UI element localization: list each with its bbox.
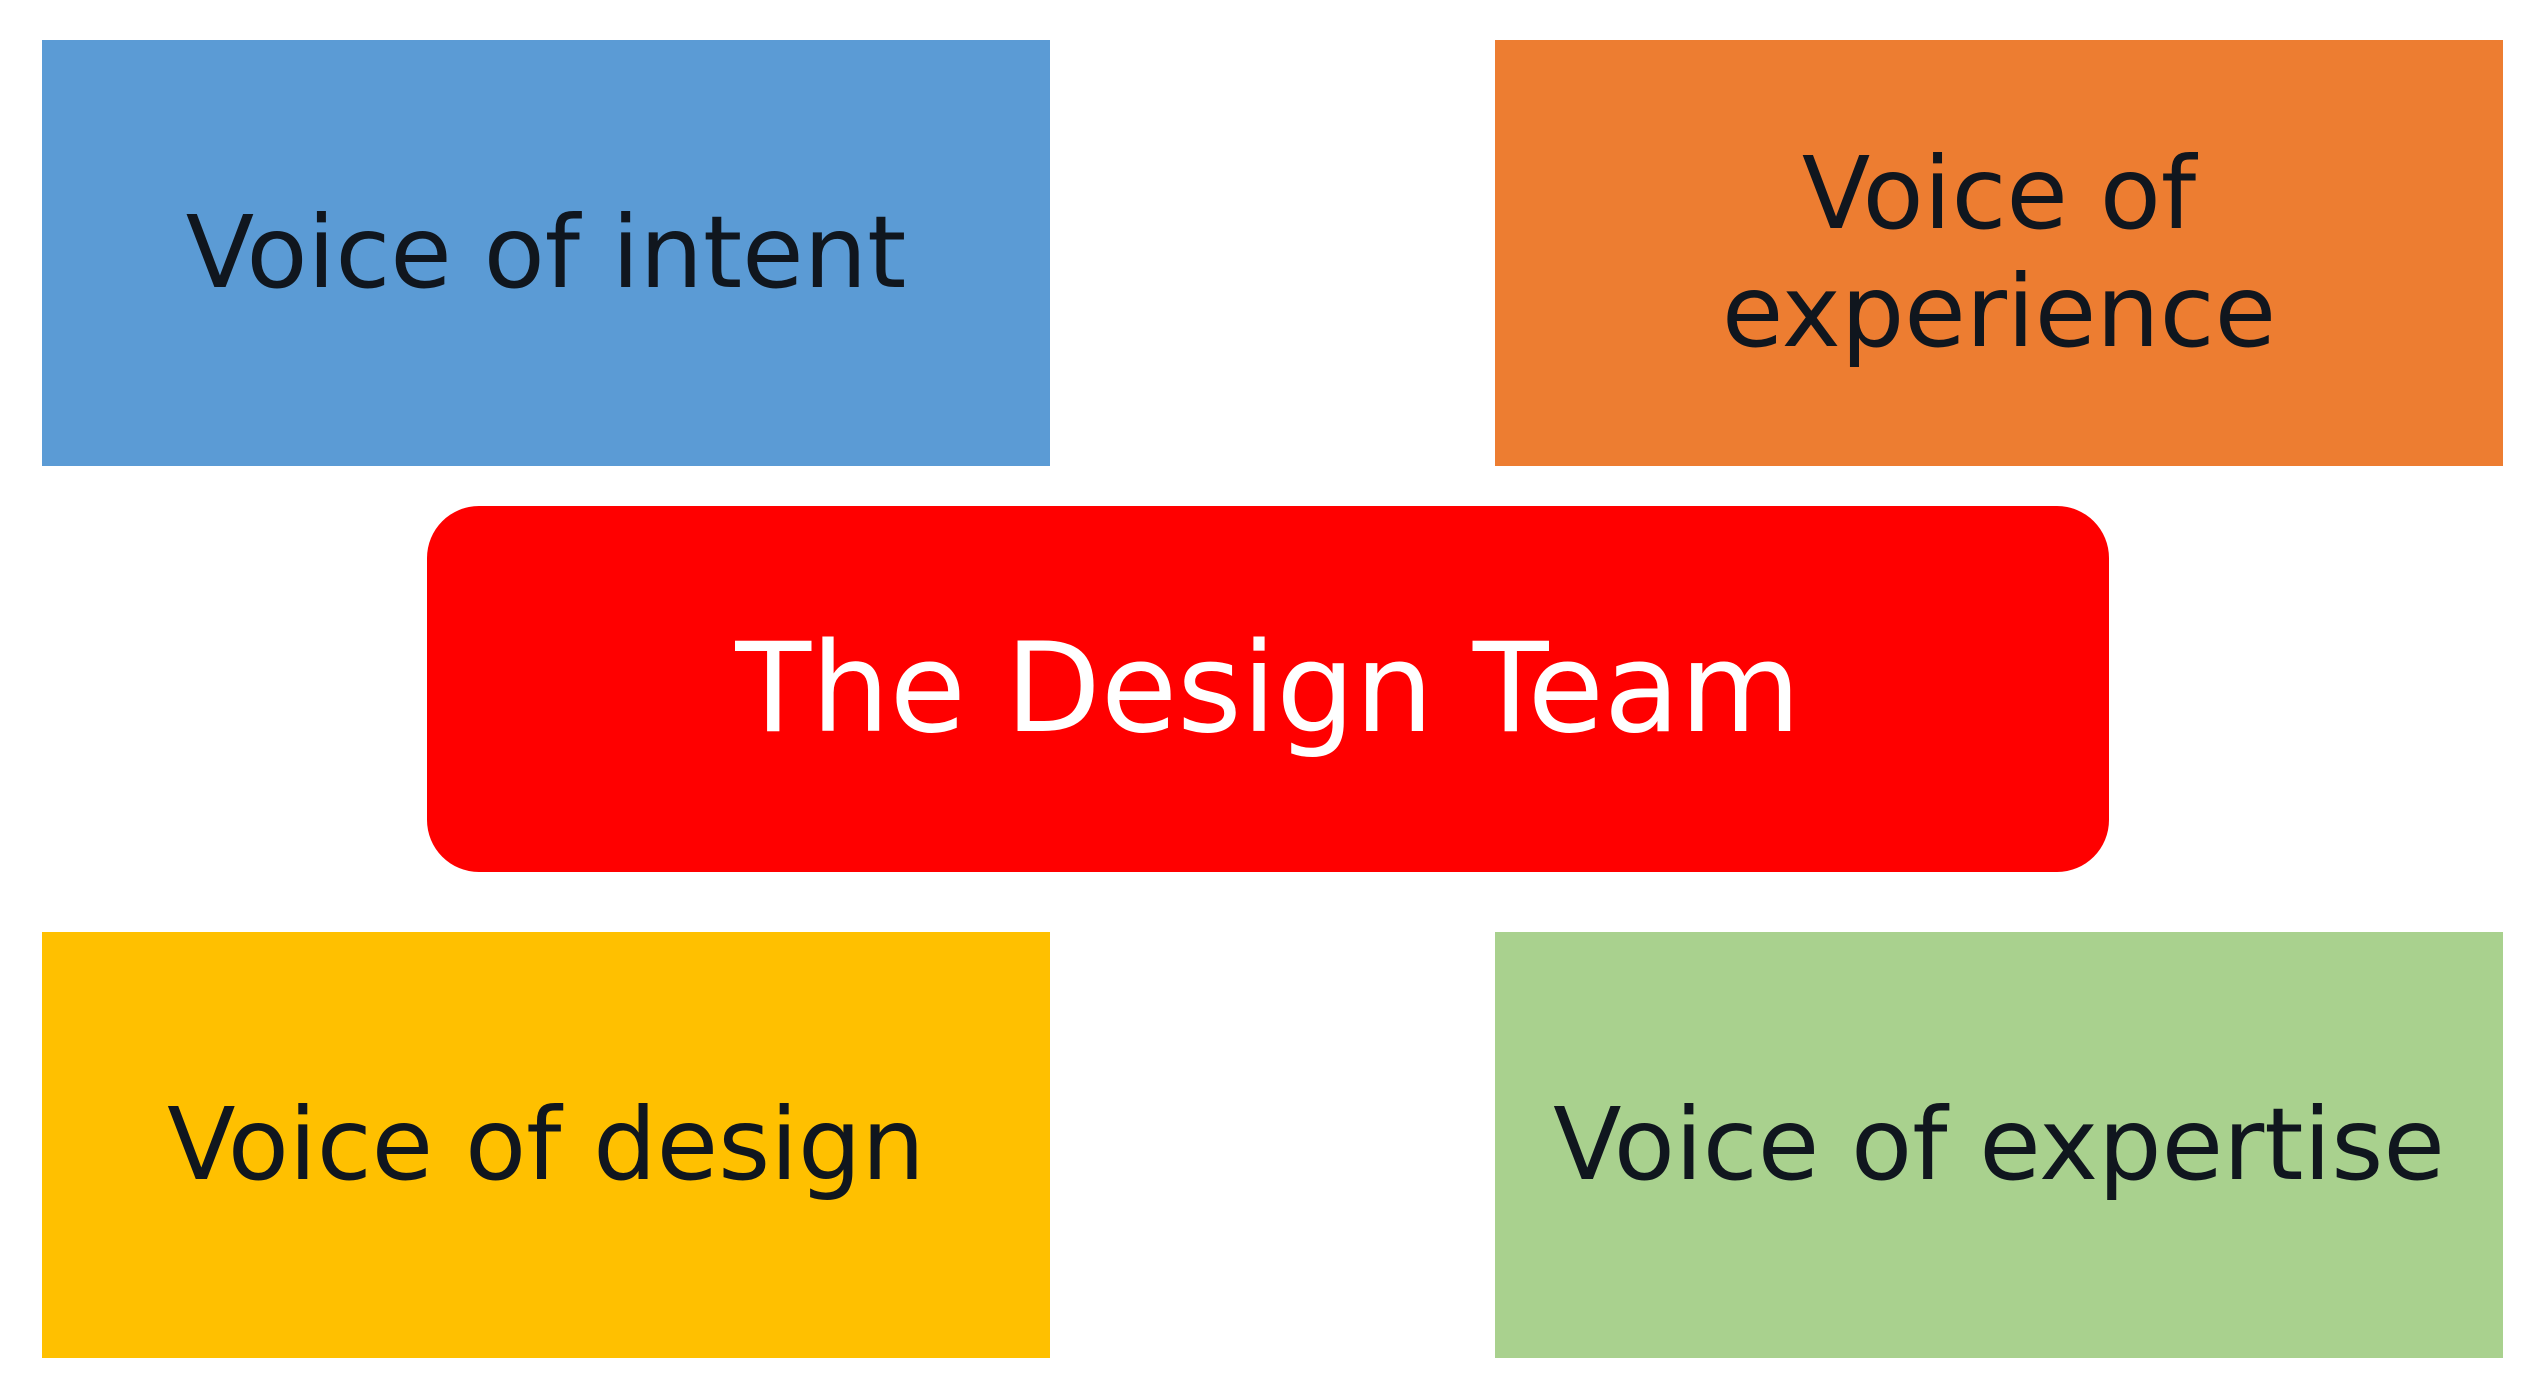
voice-of-experience-line-1: Voice of [1801,135,2197,252]
voice-of-expertise-box: Voice of expertise [1495,932,2503,1358]
voice-of-expertise-label: Voice of expertise [1553,1086,2445,1203]
voice-of-experience-label: Voice of experience [1722,135,2276,371]
voice-of-design-box: Voice of design [42,932,1050,1358]
voice-of-experience-box: Voice of experience [1495,40,2503,466]
voice-of-experience-line-2: experience [1721,253,2277,370]
design-team-label: The Design Team [735,617,1801,761]
design-team-center-box: The Design Team [427,506,2109,872]
voice-of-intent-label: Voice of intent [185,194,907,311]
voice-of-intent-box: Voice of intent [42,40,1050,466]
voice-of-design-label: Voice of design [167,1086,925,1203]
